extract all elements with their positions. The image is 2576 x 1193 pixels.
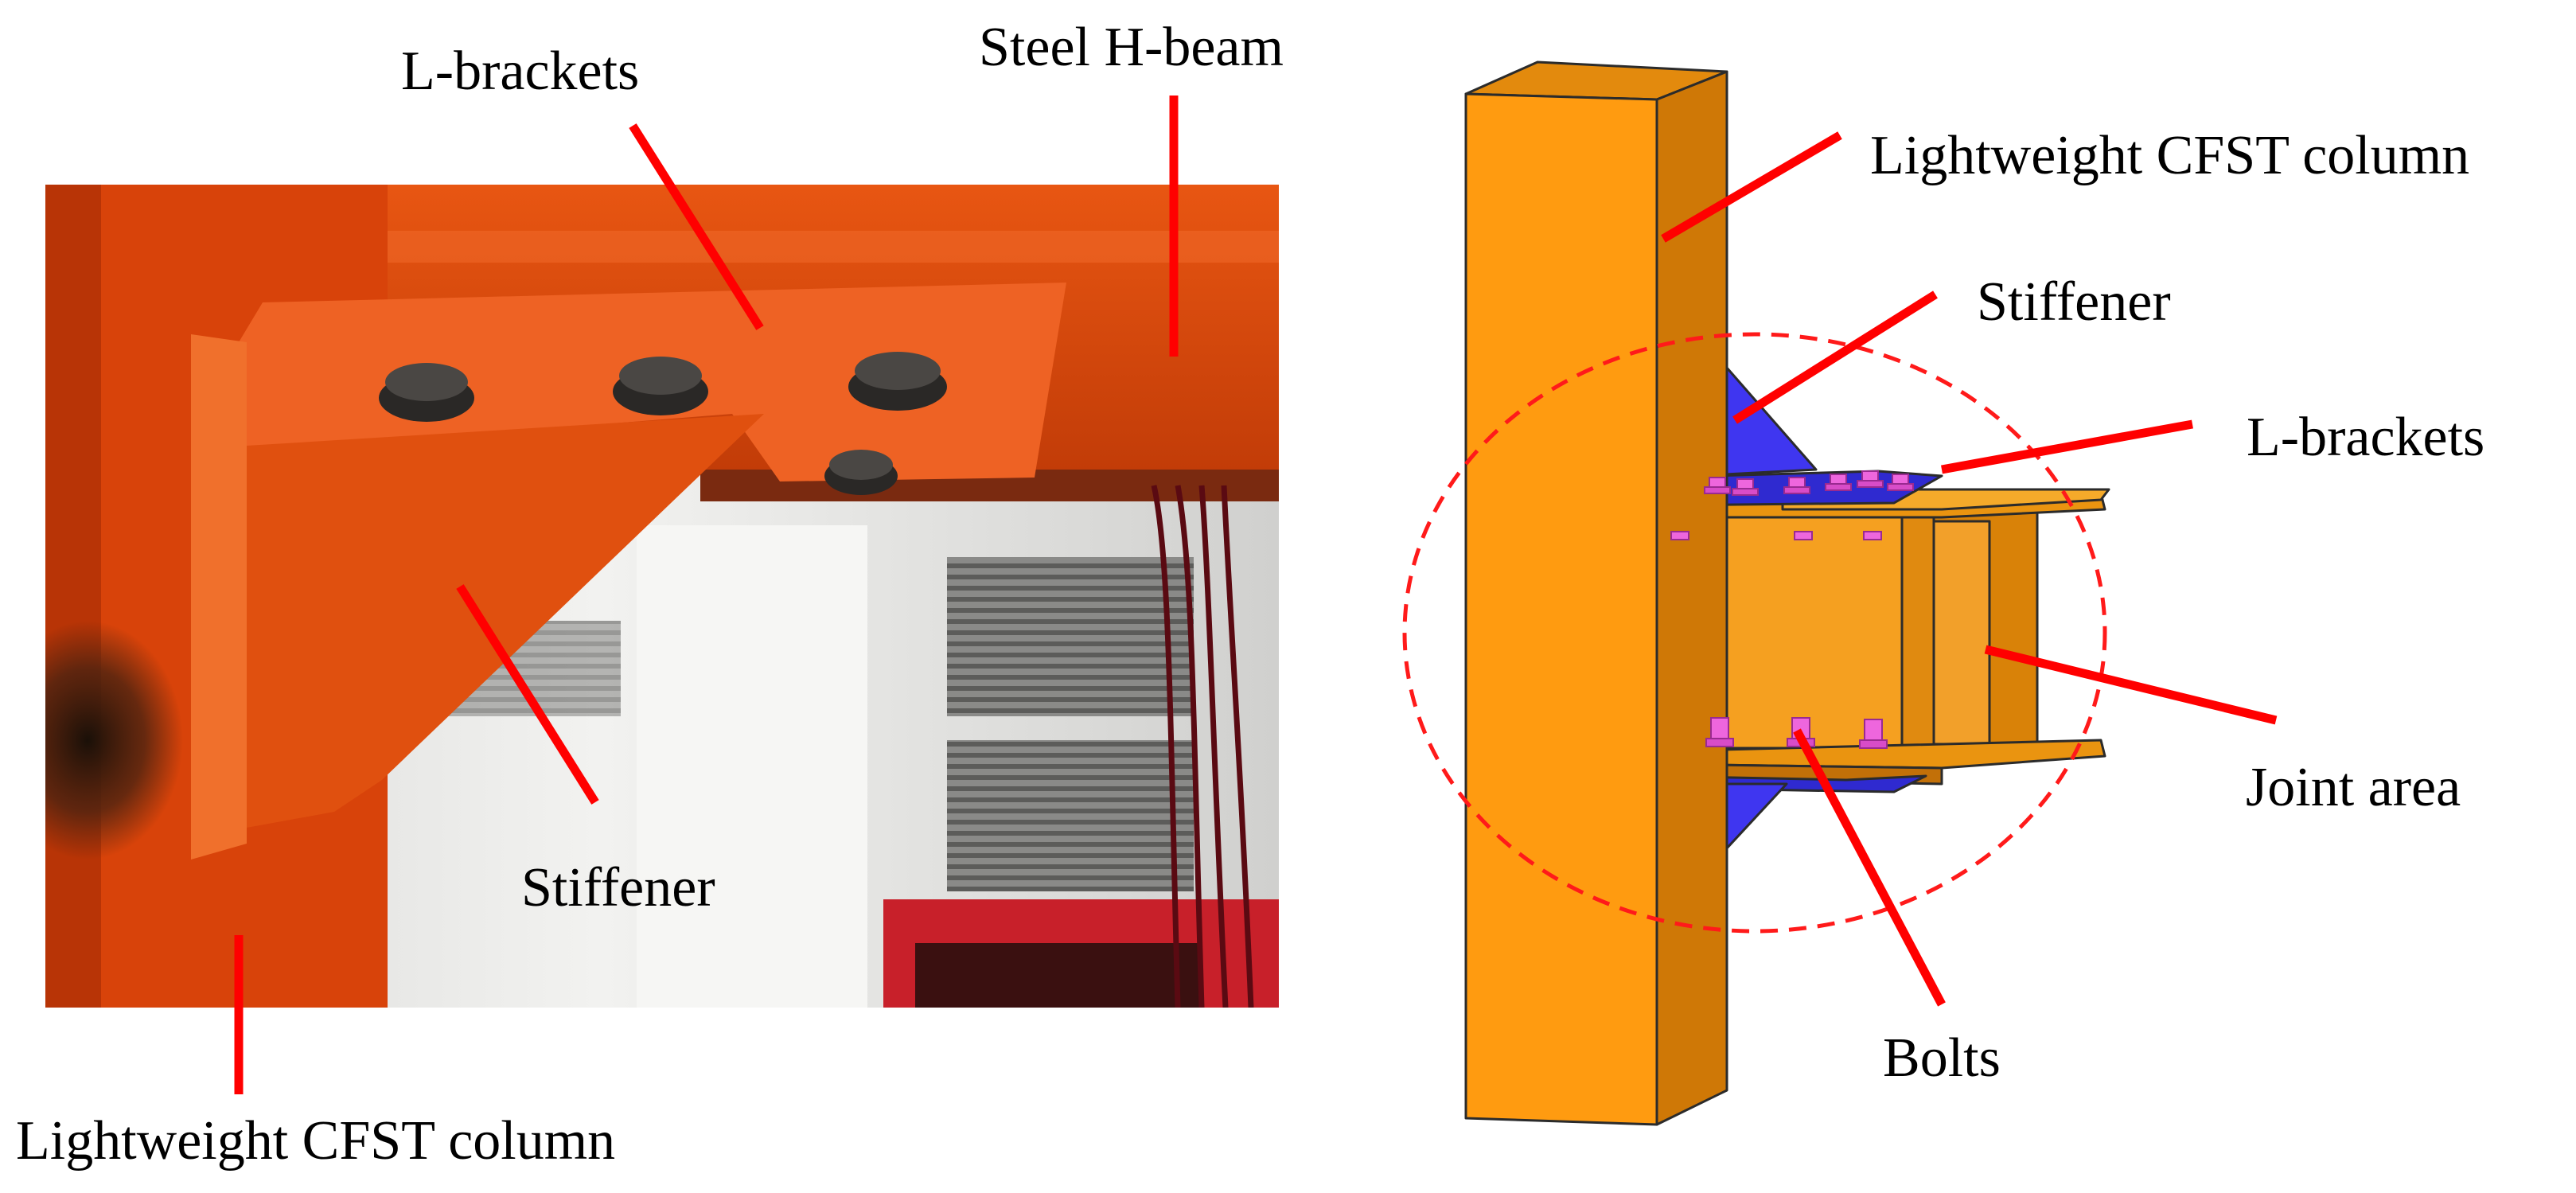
leader-model-bolts xyxy=(1793,728,1946,1007)
photo-bolt xyxy=(848,352,947,411)
joint-photo xyxy=(45,185,1279,1008)
model-bolt xyxy=(1794,531,1813,540)
photo-stiffener-plate xyxy=(247,414,764,828)
model-bolt xyxy=(1783,477,1810,494)
model-bolt xyxy=(1670,531,1689,540)
joint-area-circle xyxy=(1402,332,2107,934)
photo-leader-lines xyxy=(234,96,1179,1094)
model-bolt xyxy=(1859,719,1888,749)
background-vent-lower xyxy=(947,740,1194,891)
model-label-joint-area: Joint area xyxy=(2246,757,2461,818)
photo-cables xyxy=(1151,485,1254,1008)
photo-label-l-brackets: L-brackets xyxy=(401,41,639,102)
model-bolt xyxy=(1887,474,1914,491)
photo-bolt xyxy=(824,450,898,495)
photo-bolt xyxy=(613,357,708,415)
photo-label-steel-h-beam: Steel H-beam xyxy=(979,17,1284,78)
background-wall xyxy=(637,525,867,1008)
photo-bracket-vertical-leg xyxy=(191,334,247,860)
model-bolt xyxy=(1857,470,1884,488)
model-bolt xyxy=(1704,477,1731,494)
model-label-bolts: Bolts xyxy=(1883,1027,2001,1089)
model-label-column: Lightweight CFST column xyxy=(1870,125,2469,186)
model-leader-lines xyxy=(1661,131,2278,1007)
photo-bolts xyxy=(379,352,947,495)
model-beam-web-stiffener-edge xyxy=(1900,508,1935,750)
model-column-front xyxy=(1464,92,1658,1126)
leader-model-stiffener xyxy=(1732,290,1938,424)
model-column-side xyxy=(1655,70,1728,1126)
background-vent-upper xyxy=(947,557,1194,716)
leader-photo-l-brackets xyxy=(629,123,764,330)
photo-scorch-mark xyxy=(45,621,183,860)
model-bolt xyxy=(1825,474,1852,491)
joint-model xyxy=(1464,60,2110,1126)
model-bolt xyxy=(1863,531,1882,540)
background-opening xyxy=(915,943,1202,1008)
leader-model-joint-area xyxy=(1984,645,2278,725)
model-bolt xyxy=(1732,478,1759,496)
model-label-stiffener: Stiffener xyxy=(1977,271,2171,333)
photo-column-edge xyxy=(45,185,101,1008)
leader-model-l-brackets xyxy=(1941,419,2193,474)
leader-model-column xyxy=(1661,131,1842,243)
photo-label-stiffener: Stiffener xyxy=(521,857,715,918)
photo-bolt xyxy=(379,363,474,422)
model-label-l-brackets: L-brackets xyxy=(2247,407,2484,468)
model-beam-web-right xyxy=(1932,520,1991,746)
model-bolt xyxy=(1705,717,1734,747)
leader-photo-stiffener xyxy=(456,584,599,805)
photo-label-column: Lightweight CFST column xyxy=(16,1110,615,1172)
